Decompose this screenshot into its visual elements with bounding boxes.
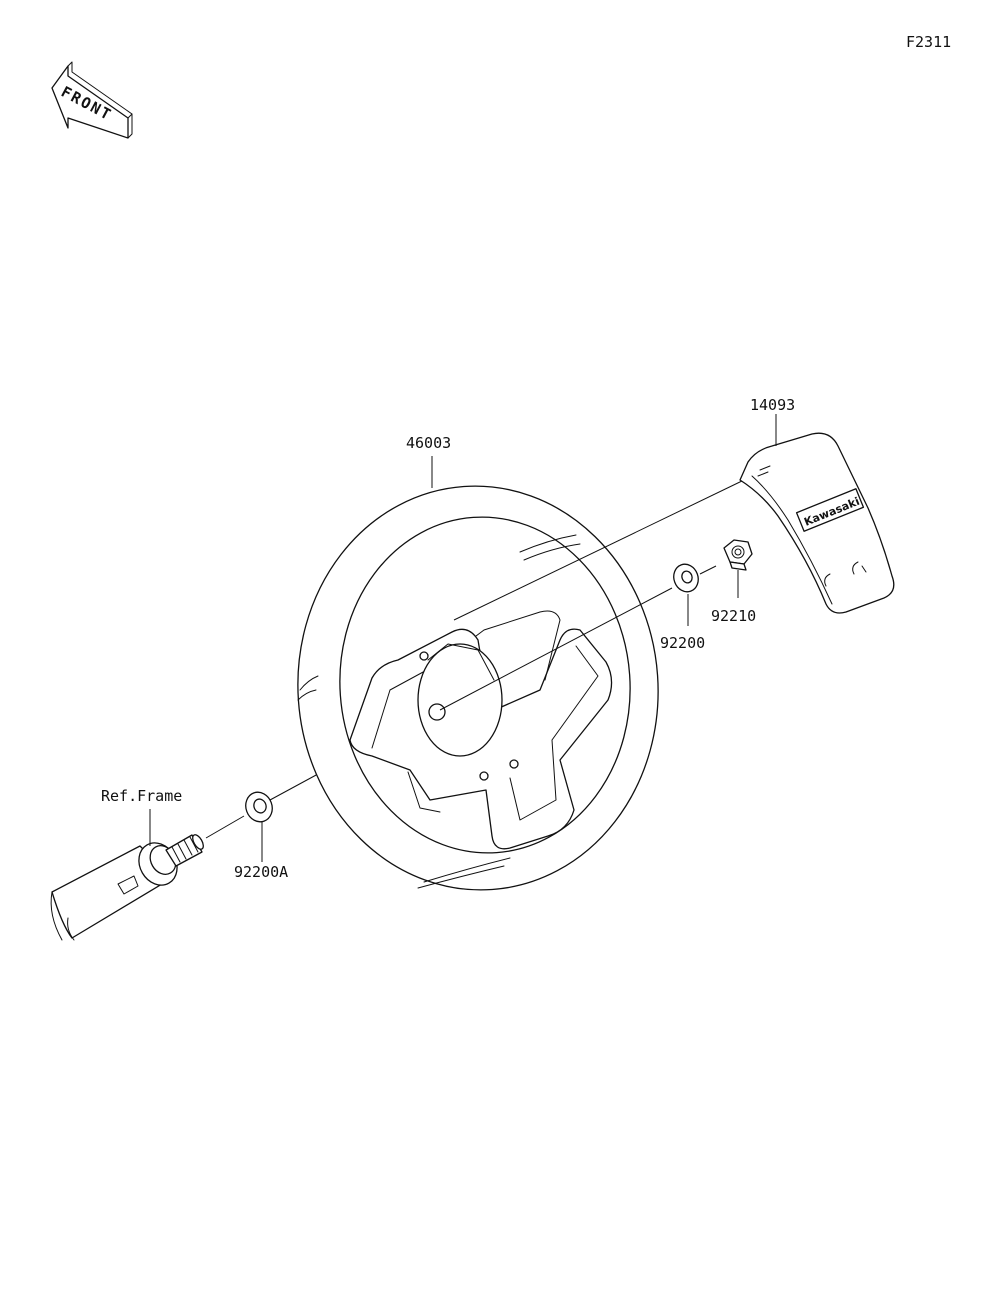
steering-wheel-label: 46003 — [406, 434, 451, 452]
washer-label: 92200 — [660, 634, 705, 652]
cover-icon: Kawasaki — [739, 432, 895, 614]
steering-column — [50, 834, 204, 941]
cover-assembly-leader — [453, 479, 745, 621]
washer-nut-leader — [699, 565, 717, 575]
cover-label: 14093 — [750, 396, 795, 414]
washer-a-leader-right — [269, 773, 319, 801]
nut-label: 92210 — [711, 607, 756, 625]
washer-a-icon — [245, 791, 273, 823]
ref-frame-label: Ref.Frame — [101, 787, 182, 805]
figure-code: F2311 — [906, 33, 951, 51]
nut-icon — [723, 539, 753, 571]
front-arrow-icon: FRONT — [51, 61, 133, 139]
washer-a-label: 92200A — [234, 863, 288, 881]
washer-icon — [673, 563, 699, 593]
washer-a-leader-left — [205, 815, 245, 839]
washer-assembly-leader — [439, 587, 673, 711]
steering-wheel-icon — [297, 485, 659, 891]
